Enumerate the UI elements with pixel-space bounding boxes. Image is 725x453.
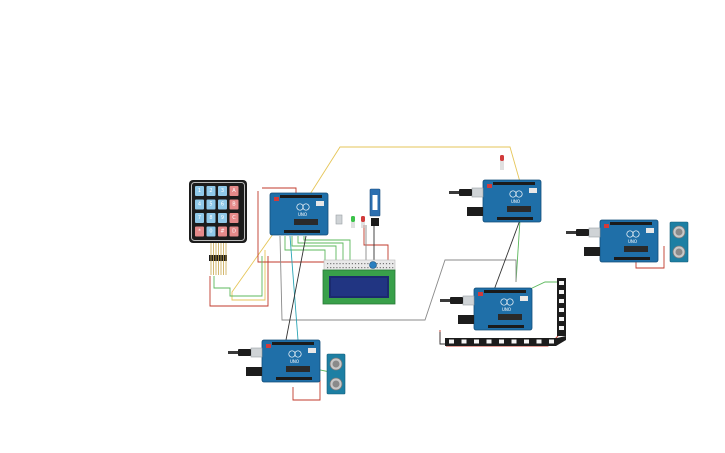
- potentiometer[interactable]: [369, 261, 377, 269]
- arduino-board-bottom[interactable]: UNO: [261, 339, 321, 383]
- wire-red[interactable]: [363, 225, 389, 268]
- keypad-pins: [210, 243, 227, 275]
- keypad-key-label: *: [198, 229, 201, 235]
- board-label: UNO: [502, 307, 511, 312]
- keypad-key[interactable]: 6: [218, 199, 227, 210]
- keypad-key-label: #: [220, 229, 224, 235]
- keypad-key-label: A: [232, 188, 236, 194]
- ultrasonic-sensor-right[interactable]: [669, 221, 689, 263]
- usb-cable: [227, 347, 263, 377]
- neopixel-led: [549, 339, 554, 344]
- neopixel-led: [486, 339, 492, 344]
- keypad-key[interactable]: B: [229, 199, 239, 210]
- wire-green[interactable]: [297, 236, 344, 270]
- keypad-key[interactable]: C: [229, 213, 239, 223]
- neopixel-led: [524, 339, 529, 344]
- keypad-key-label: 2: [209, 188, 212, 194]
- keypad-key[interactable]: 7: [195, 213, 204, 223]
- keypad-key[interactable]: #: [218, 226, 227, 237]
- keypad-key[interactable]: 5: [206, 199, 216, 210]
- neopixel-led: [449, 339, 454, 344]
- neopixel-led: [461, 339, 467, 344]
- board-label: UNO: [298, 212, 307, 217]
- neopixel-led: [559, 290, 564, 294]
- neopixel-led: [559, 317, 564, 321]
- keypad-connector: [209, 255, 227, 261]
- keypad-key-label: C: [232, 215, 236, 221]
- keypad-key-label: B: [232, 202, 236, 208]
- usb-cable: [448, 187, 484, 217]
- keypad-key-label: 3: [221, 188, 224, 194]
- wire-yellow[interactable]: [299, 146, 521, 211]
- keypad-key[interactable]: 3: [218, 186, 227, 196]
- wire-red[interactable]: [292, 380, 321, 401]
- usb-cable: [565, 227, 601, 257]
- wire-green[interactable]: [291, 236, 337, 270]
- keypad-key-label: 9: [221, 215, 224, 221]
- keypad-key[interactable]: 4: [195, 199, 204, 210]
- keypad-key[interactable]: D: [229, 226, 239, 237]
- neopixel-led: [559, 308, 564, 312]
- keypad[interactable]: 1 2 3 A 4 5 6 B 7 8 9 C * 0 # D: [189, 180, 247, 275]
- wire-gray[interactable]: [279, 235, 517, 321]
- keypad-key-label: 4: [198, 202, 201, 208]
- usb-cable: [439, 295, 475, 325]
- wire-green[interactable]: [303, 236, 351, 270]
- led-red[interactable]: [500, 155, 504, 170]
- wire-black[interactable]: [285, 235, 307, 341]
- keypad-key[interactable]: A: [229, 186, 239, 196]
- led-green[interactable]: [351, 216, 355, 228]
- keypad-key[interactable]: *: [195, 226, 204, 237]
- wire-green[interactable]: [515, 219, 521, 283]
- wire-red[interactable]: [209, 256, 269, 307]
- neopixel-strip[interactable]: [445, 278, 566, 346]
- wire-teal[interactable]: [289, 235, 299, 341]
- arduino-board-middle-right[interactable]: UNO: [473, 287, 533, 331]
- lcd-display[interactable]: [322, 269, 396, 305]
- keypad-key[interactable]: 0: [206, 226, 216, 237]
- board-label: UNO: [511, 199, 520, 204]
- wire-red[interactable]: [257, 191, 330, 263]
- wire-green[interactable]: [213, 256, 263, 297]
- neopixel-led: [559, 299, 564, 303]
- neopixel-led: [559, 281, 564, 285]
- keypad-key-label: 0: [209, 229, 212, 235]
- keypad-key[interactable]: 2: [206, 186, 216, 196]
- arduino-board-right[interactable]: UNO: [599, 219, 659, 263]
- board-label: UNO: [628, 239, 637, 244]
- keypad-key[interactable]: 1: [195, 186, 204, 196]
- keypad-key-label: 1: [198, 188, 201, 194]
- keypad-key[interactable]: 8: [206, 213, 216, 223]
- neopixel-led: [536, 339, 542, 344]
- wire-green[interactable]: [527, 281, 561, 292]
- neopixel-led: [511, 339, 517, 344]
- servo-motor[interactable]: [369, 188, 381, 226]
- neopixel-led: [499, 339, 504, 344]
- arduino-board-top-right[interactable]: UNO: [482, 179, 542, 223]
- keypad-key-label: D: [232, 229, 236, 235]
- keypad-key-label: 8: [209, 215, 212, 221]
- ultrasonic-sensor-bottom[interactable]: [326, 353, 346, 395]
- usb-plug: [335, 214, 343, 225]
- neopixel-led: [474, 339, 479, 344]
- wire-black[interactable]: [493, 219, 521, 291]
- neopixel-led: [559, 326, 564, 330]
- wire-red[interactable]: [635, 246, 665, 269]
- keypad-key-label: 7: [198, 215, 201, 221]
- arduino-board-center[interactable]: UNO: [269, 192, 329, 236]
- keypad-key[interactable]: 9: [218, 213, 227, 223]
- keypad-key-label: 6: [221, 202, 224, 208]
- keypad-key-label: 5: [209, 202, 212, 208]
- board-label: UNO: [290, 359, 299, 364]
- led-red[interactable]: [361, 216, 365, 228]
